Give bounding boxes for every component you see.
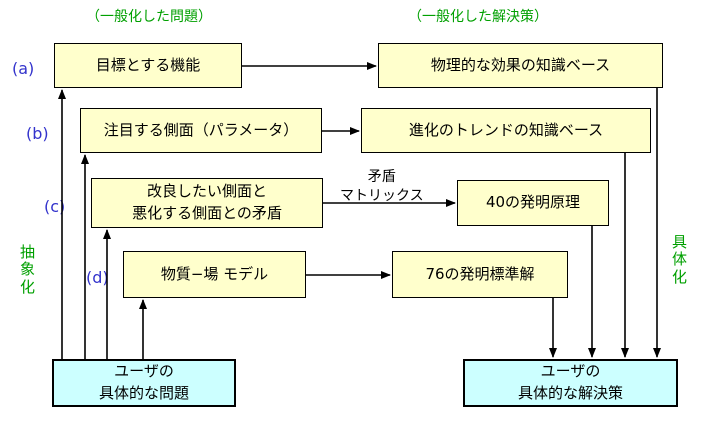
box-user-problem-line2: 具体的な問題 xyxy=(98,384,189,402)
label-concretization: 具体化 xyxy=(671,233,687,286)
label-d: (d) xyxy=(86,268,109,287)
box-su-field-model: 物質−場 モデル xyxy=(123,251,306,298)
box-contradiction: 改良したい側面と 悪化する側面との矛盾 xyxy=(91,178,323,228)
box-user-problem: ユーザの 具体的な問題 xyxy=(52,359,236,407)
box-user-solution-line1: ユーザの xyxy=(540,362,601,381)
label-b: (b) xyxy=(26,124,49,143)
box-target-function: 目標とする機能 xyxy=(54,43,242,88)
label-a: (a) xyxy=(12,59,35,78)
contradiction-matrix-line2: マトリックス xyxy=(340,187,424,204)
box-focus-aspect: 注目する側面（パラメータ） xyxy=(80,108,322,153)
box-76-standard-solutions: 76の発明標準解 xyxy=(392,251,568,298)
box-user-solution: ユーザの 具体的な解決策 xyxy=(463,359,678,407)
box-user-solution-line2: 具体的な解決策 xyxy=(517,384,623,402)
header-general-problem: （一般化した問題） xyxy=(86,9,212,25)
header-general-solution: （一般化した解決策） xyxy=(408,9,548,25)
box-contradiction-line1: 改良したい側面と xyxy=(146,182,267,201)
label-c: (c) xyxy=(44,197,66,216)
box-contradiction-line2: 悪化する側面との矛盾 xyxy=(132,204,282,222)
box-evolution-trends-kb: 進化のトレンドの知識ベース xyxy=(361,108,651,153)
contradiction-matrix-line1: 矛盾 xyxy=(367,169,396,185)
box-user-problem-line1: ユーザの xyxy=(114,362,174,381)
contradiction-matrix-label: 矛盾 マトリックス xyxy=(340,168,424,206)
box-40-principles: 40の発明原理 xyxy=(457,180,609,226)
label-abstraction: 抽象化 xyxy=(19,243,35,296)
box-physical-effects-kb: 物理的な効果の知識ベース xyxy=(378,43,663,88)
